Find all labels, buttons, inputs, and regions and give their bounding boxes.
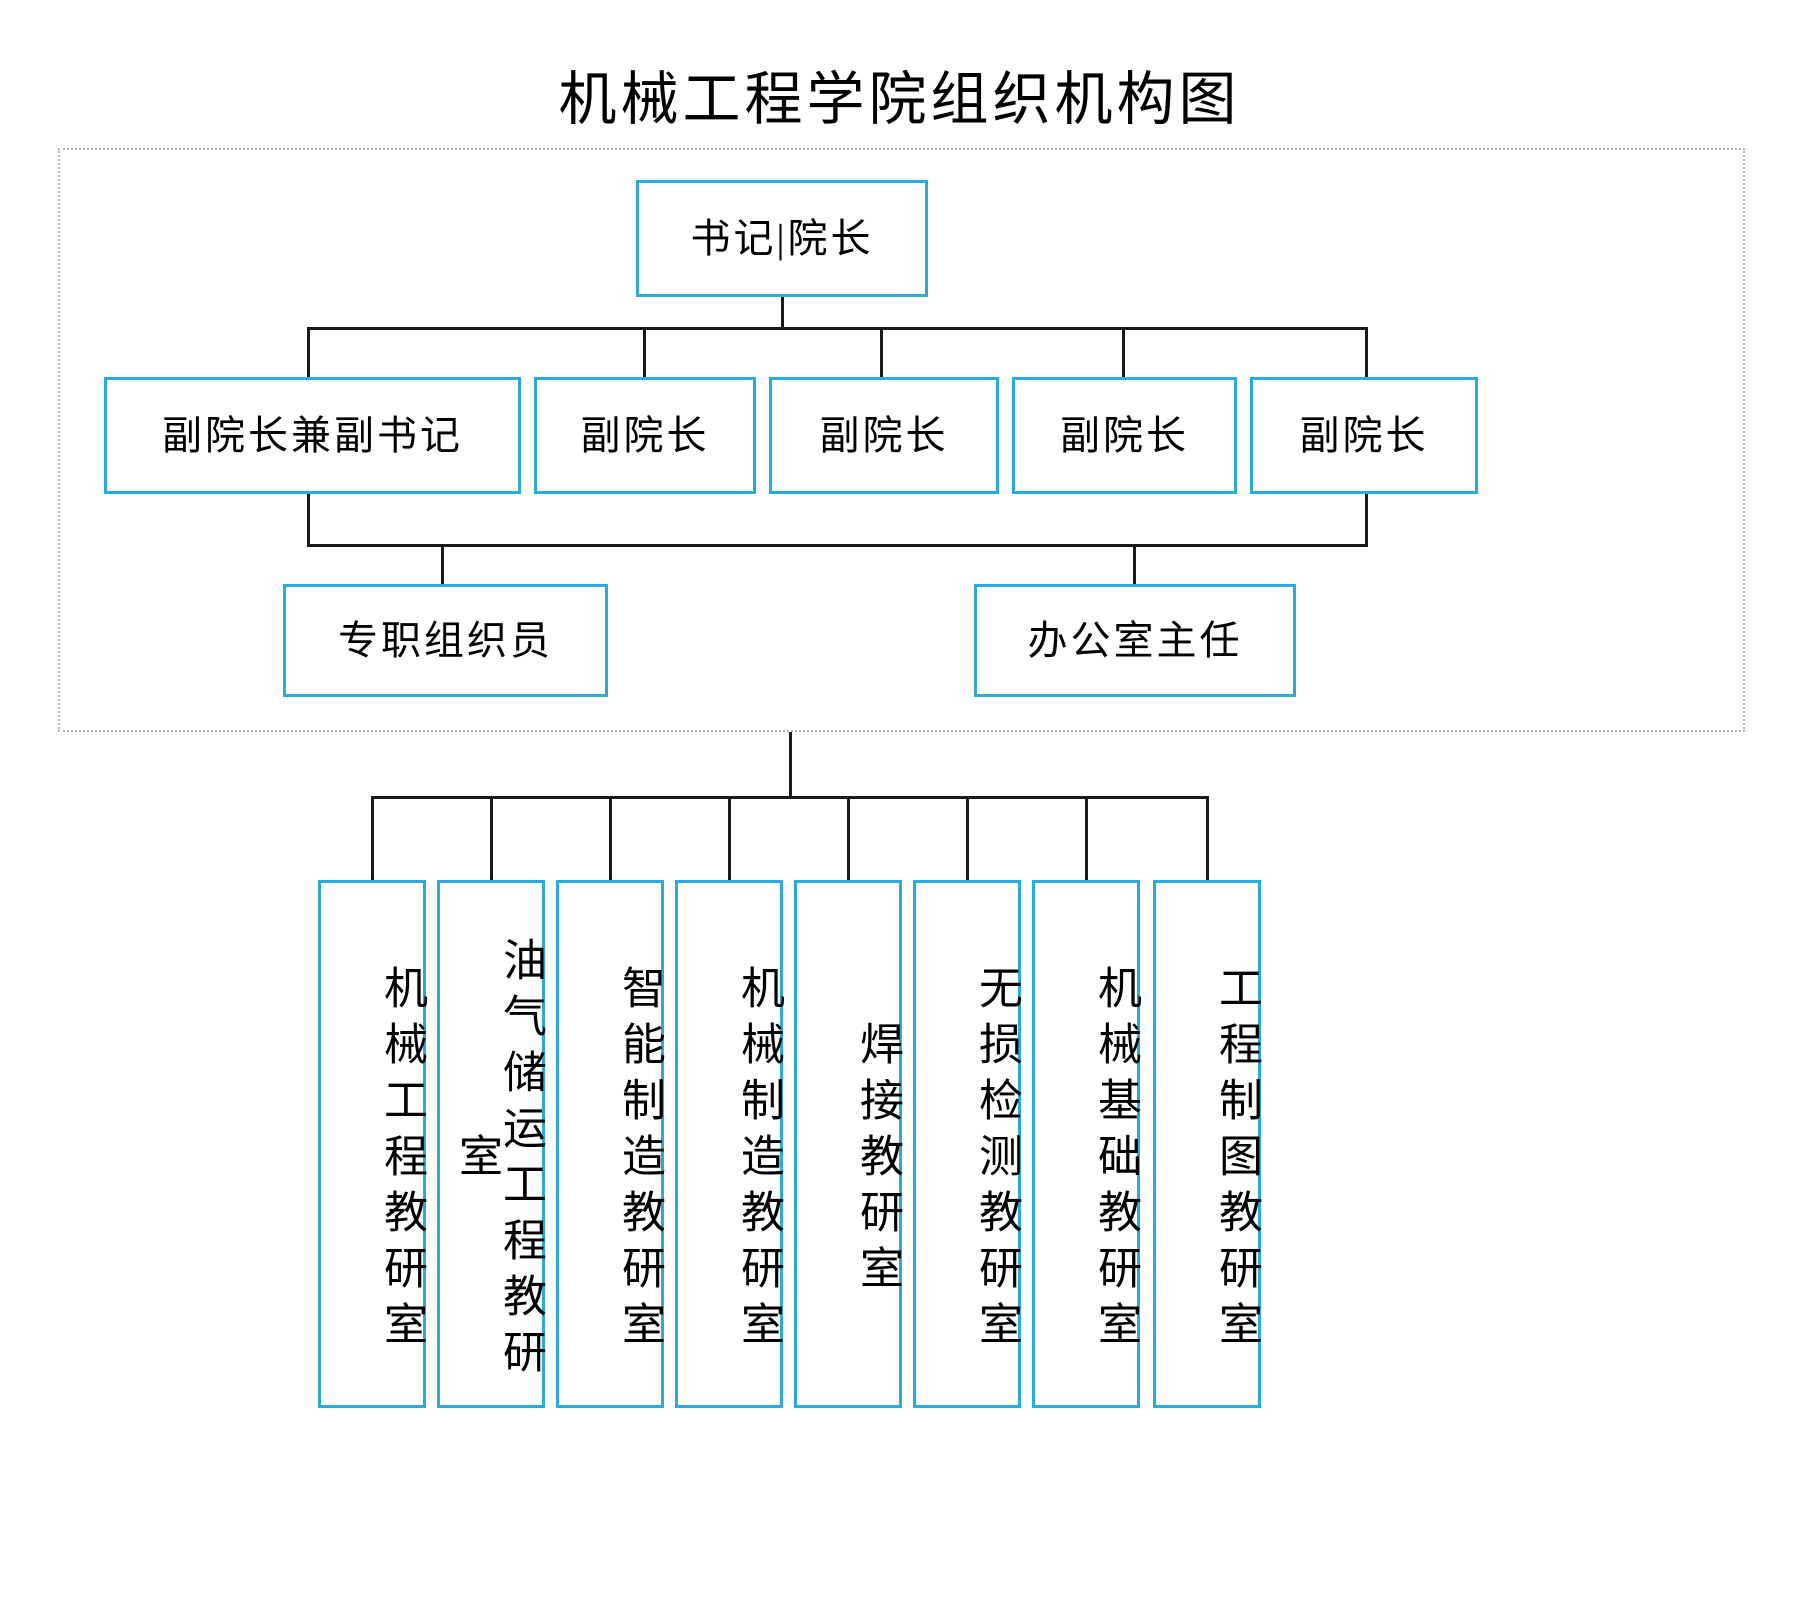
connector-head-down [781,297,784,329]
connector-drop-deputy-4 [1122,327,1125,377]
connector-drop-deputy-3 [880,327,883,377]
node-department-5[interactable]: 焊接教研室 [794,880,902,1408]
node-department-4[interactable]: 机械制造教研室 [675,880,783,1408]
node-staff-office-director-label: 办公室主任 [1027,617,1243,663]
connector-level4-bus [372,796,1209,799]
node-staff-office-director[interactable]: 办公室主任 [974,584,1296,697]
connector-drop-dept-2 [490,796,493,882]
node-department-1-label: 机械工程教研室 [377,965,426,1357]
node-deputy-3[interactable]: 副院长 [769,377,999,494]
connector-drop-deputy-2 [643,327,646,377]
node-department-8[interactable]: 工程制图教研室 [1153,880,1261,1408]
connector-drop-deputy-1 [307,327,310,377]
connector-drop-dept-1 [371,796,374,882]
node-deputy-1[interactable]: 副院长兼副书记 [104,377,521,494]
connector-drop-dept-3 [609,796,612,882]
node-department-2[interactable]: 油气储运工程教研室 [437,880,545,1408]
connector-level3-bus [307,544,1368,547]
node-department-8-label: 工程制图教研室 [1212,965,1261,1357]
node-department-1[interactable]: 机械工程教研室 [318,880,426,1408]
node-staff-organizer-label: 专职组织员 [338,617,553,663]
connector-drop-dept-5 [847,796,850,882]
connector-drop-dept-4 [728,796,731,882]
node-deputy-2[interactable]: 副院长 [534,377,756,494]
node-staff-organizer[interactable]: 专职组织员 [283,584,608,697]
node-head[interactable]: 书记|院长 [636,180,928,297]
node-deputy-1-label: 副院长兼副书记 [162,412,463,458]
node-department-4-label: 机械制造教研室 [734,965,783,1357]
node-department-7[interactable]: 机械基础教研室 [1032,880,1140,1408]
leadership-group-frame [58,148,1745,732]
connector-drop-dept-6 [966,796,969,882]
node-deputy-5-label: 副院长 [1299,412,1429,458]
connector-deputy1-down [307,494,310,546]
node-department-3-label: 智能制造教研室 [615,965,664,1357]
connector-drop-dept-8 [1206,796,1209,882]
page-title: 机械工程学院组织机构图 [558,67,1241,132]
node-department-7-label: 机械基础教研室 [1091,965,1140,1357]
node-deputy-3-label: 副院长 [819,412,949,458]
connector-deputy5-down [1365,494,1368,546]
node-department-2-label: 油气储运工程教研室 [452,937,545,1385]
connector-drop-staff-2 [1133,544,1136,586]
connector-drop-deputy-5 [1365,327,1368,377]
node-department-3[interactable]: 智能制造教研室 [556,880,664,1408]
node-deputy-2-label: 副院长 [580,412,710,458]
node-department-6[interactable]: 无损检测教研室 [913,880,1021,1408]
connector-drop-dept-7 [1085,796,1088,882]
node-deputy-4-label: 副院长 [1060,412,1189,458]
connector-drop-staff-1 [441,544,444,586]
node-department-5-label: 焊接教研室 [853,1021,902,1301]
connector-level2-bus [308,327,1368,330]
node-head-label: 书记|院长 [690,215,874,261]
node-department-6-label: 无损检测教研室 [972,965,1021,1357]
node-deputy-4[interactable]: 副院长 [1012,377,1237,494]
connector-frame-to-departments [789,732,792,798]
node-deputy-5[interactable]: 副院长 [1250,377,1478,494]
